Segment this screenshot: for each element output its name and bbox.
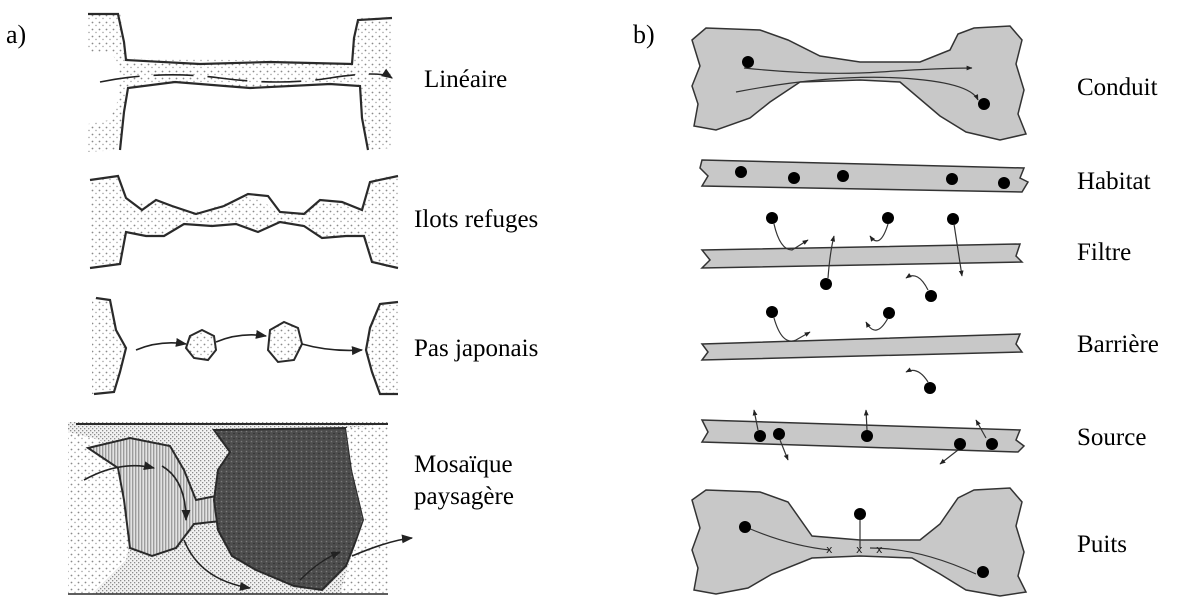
a-lineaire-corridor <box>88 13 392 152</box>
svg-text:x: x <box>856 543 863 556</box>
a-pas-japonais-stepping-stones <box>92 298 398 394</box>
b-source-corridor <box>702 410 1024 464</box>
b-conduit-corridor <box>692 26 1026 140</box>
b-habitat-corridor <box>700 160 1028 192</box>
b-filtre-corridor <box>702 212 1022 302</box>
a-ilots-refuges-corridor <box>90 176 398 268</box>
svg-text:x: x <box>826 543 833 556</box>
b-puits-corridor: x x x <box>692 488 1026 596</box>
b-barriere-corridor <box>702 306 1022 394</box>
svg-text:x: x <box>876 543 883 556</box>
a-mosaique-paysagere-landscape <box>68 422 412 594</box>
